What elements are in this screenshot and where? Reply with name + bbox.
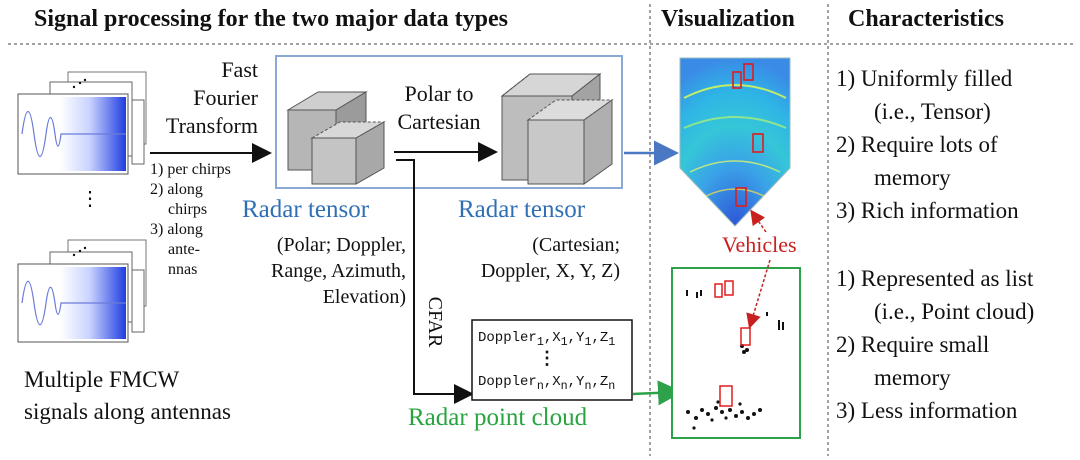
rown-z-sub: n [608, 378, 616, 393]
char-points-1: 1) Represented as list [836, 266, 1034, 291]
point-list-row-n: Dopplern,Xn,Yn,Zn [478, 374, 616, 393]
vehicles-pointer-up [750, 209, 767, 233]
rown-x: X [552, 374, 561, 390]
char-points-2-detail: memory [874, 365, 951, 390]
row1-doppler: Doppler [478, 330, 537, 346]
signal-ellipsis: ⋮ [80, 188, 100, 210]
char-tensor-3: 3) Rich information [836, 198, 1019, 223]
characteristics-points-list: 1) Represented as list (i.e., Point clou… [836, 262, 1034, 427]
polar-tensor-cube [286, 91, 386, 185]
row1-doppler-sub: 1 [536, 334, 544, 349]
header-characteristics: Characteristics [848, 6, 1004, 32]
char-points-3: 3) Less information [836, 398, 1018, 423]
rown-doppler: Doppler [478, 374, 537, 390]
cartesian-tensor-cube [500, 72, 614, 185]
radar-tensor-polar-title: Radar tensor [242, 196, 370, 223]
row1-y: Y [576, 330, 585, 346]
row1-x-sub: 1 [560, 334, 568, 349]
row1-y-sub: 1 [584, 334, 592, 349]
fft-title-line2: Fourier [193, 85, 258, 110]
characteristics-tensor-list: 1) Uniformly filled (i.e., Tensor) 2) Re… [836, 62, 1019, 227]
char-points-1-detail: (i.e., Point cloud) [874, 299, 1035, 324]
polar-desc-line3: Elevation) [322, 286, 406, 308]
point-cloud-visualization [686, 280, 784, 430]
radar-point-cloud-title: Radar point cloud [408, 404, 588, 431]
fft-step-3-line1: 3) along [150, 221, 203, 238]
points-to-visualization-arrow [632, 380, 683, 406]
point-cloud-box [671, 267, 801, 439]
fft-step-3-line3: nnas [168, 261, 198, 278]
row1-x: X [552, 330, 561, 346]
fft-title-line1: Fast [221, 57, 258, 82]
conversion-line2: Cartesian [397, 109, 481, 134]
signals-caption-line2: signals along antennas [24, 399, 231, 424]
signals-caption-line1: Multiple FMCW [24, 367, 180, 392]
fft-title-line3: Transform [165, 113, 258, 138]
rown-doppler-sub: n [536, 378, 544, 393]
header-signal-processing: Signal processing for the two major data… [34, 6, 508, 32]
rown-y-sub: n [584, 378, 592, 393]
rown-y: Y [576, 374, 585, 390]
vehicles-pointer-down [746, 259, 771, 329]
rown-x-sub: n [560, 378, 568, 393]
row1-z: Z [599, 330, 609, 346]
point-list-dots: ⋮ [538, 348, 556, 368]
header-visualization: Visualization [661, 6, 795, 32]
polar-desc-line2: Range, Azimuth, [271, 260, 406, 282]
char-tensor-2-detail: memory [874, 165, 951, 190]
fft-title: Fast Fourier Transform [160, 56, 258, 140]
vehicles-label: Vehicles [722, 232, 797, 258]
signal-plot-stack-bottom [17, 239, 147, 343]
cfar-arrow [396, 159, 474, 404]
fft-step-3-line2: ante- [168, 241, 200, 258]
signal-plot-top-front [17, 78, 129, 175]
point-list-box [471, 319, 633, 401]
tensor-box [275, 55, 623, 189]
radar-tensor-cartesian-desc: (Cartesian; Doppler, X, Y, Z) [436, 232, 620, 284]
point-list-row-1: Doppler1,X1,Y1,Z1 [478, 330, 616, 349]
cartesian-desc-line2: Doppler, X, Y, Z) [480, 260, 620, 282]
radar-tensor-visualization [679, 57, 791, 227]
radar-tensor-cartesian-title: Radar tensor [458, 196, 586, 223]
char-tensor-1: 1) Uniformly filled [836, 66, 1013, 91]
char-tensor-1-detail: (i.e., Tensor) [874, 99, 991, 124]
rown-z: Z [599, 374, 609, 390]
cartesian-desc-line1: (Cartesian; [532, 234, 620, 256]
polar-to-cartesian-label: Polar to Cartesian [386, 80, 492, 136]
fft-step-2-line1: 2) along [150, 181, 203, 198]
conversion-line1: Polar to [404, 81, 474, 106]
cfar-label: CFAR [424, 296, 446, 348]
char-points-2: 2) Require small [836, 332, 990, 357]
signal-plot-top-side [131, 99, 145, 165]
row1-z-sub: 1 [608, 334, 616, 349]
polar-desc-line1: (Polar; Doppler, [276, 234, 406, 256]
signals-caption: Multiple FMCW signals along antennas [24, 364, 231, 428]
fft-step-2-line2: chirps [168, 201, 208, 218]
fft-steps: 1) per chirps 2) along chirps 3) along a… [150, 160, 231, 280]
radar-tensor-polar-desc: (Polar; Doppler, Range, Azimuth, Elevati… [226, 232, 406, 310]
fft-step-1: 1) per chirps [150, 161, 231, 178]
char-tensor-2: 2) Require lots of [836, 132, 998, 157]
